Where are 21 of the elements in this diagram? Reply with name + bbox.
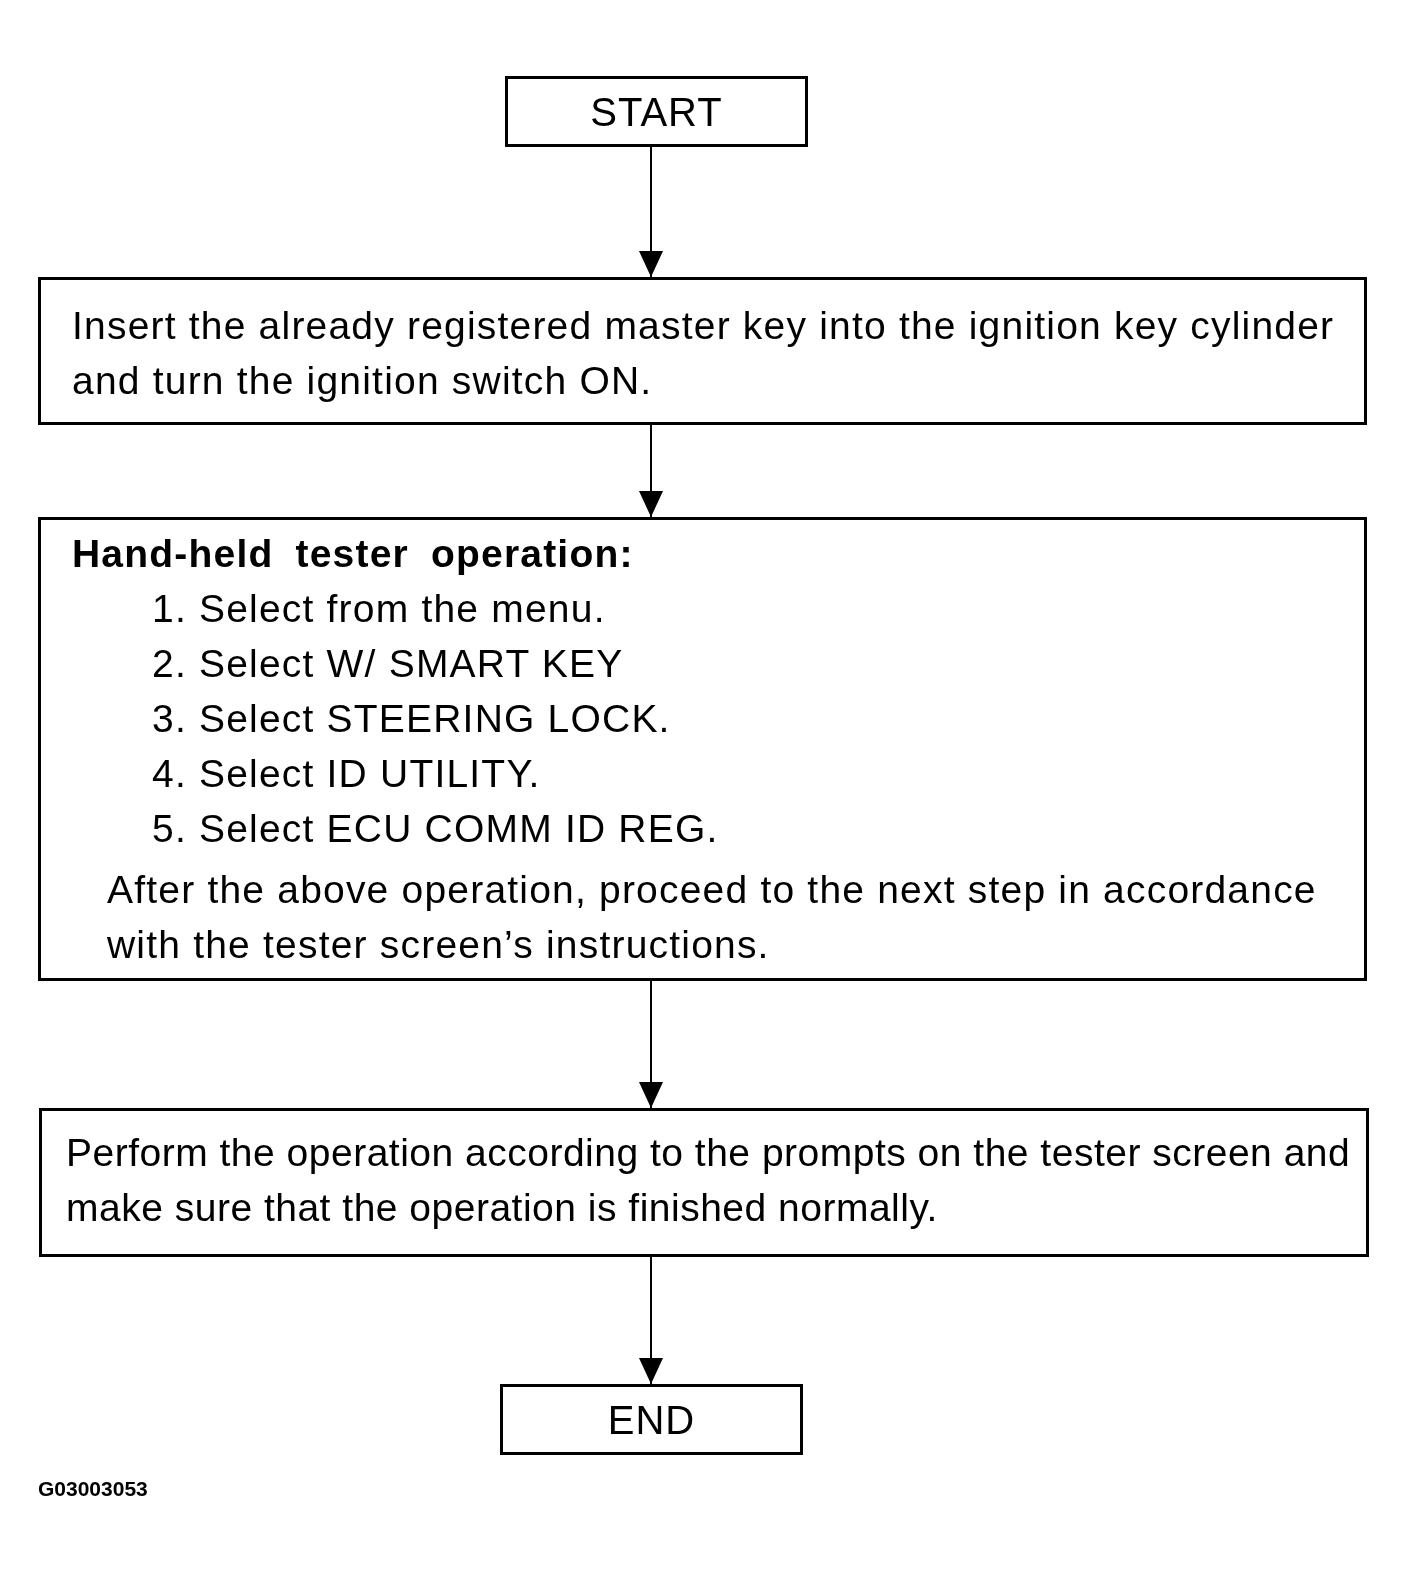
arrow [639, 424, 663, 518]
step-item: 4. Select ID UTILITY. [152, 751, 541, 797]
step-text: Insert the already registered master key into the ignition key cylinder and turn the ignition switch ON. [72, 303, 1336, 404]
figure-code: G03003053 [38, 1476, 148, 1502]
terminal-label: START [590, 88, 723, 136]
terminal-box [500, 1384, 803, 1455]
arrow [639, 146, 663, 278]
step-item: 2. Select W/ SMART KEY [152, 641, 624, 687]
terminal-label: END [607, 1396, 696, 1444]
terminal-box [505, 76, 808, 147]
step-item: 1. Select from the menu. [152, 586, 606, 632]
step-heading: Hand-held tester operation: [72, 531, 634, 577]
step-item: 3. Select STEERING LOCK. [152, 696, 671, 742]
process-box [38, 277, 1367, 425]
process-box [38, 517, 1367, 981]
step-text: Perform the operation according to the prompts on the tester screen and make sure that the operation is finished normally. [66, 1130, 1352, 1231]
step-note: After the above operation, proceed to the next step in accordance with the tester screen’s instructions. [106, 867, 1318, 968]
process-box [39, 1108, 1369, 1257]
arrow [639, 980, 663, 1109]
step-item: 5. Select ECU COMM ID REG. [152, 806, 719, 852]
arrow [639, 1256, 663, 1385]
